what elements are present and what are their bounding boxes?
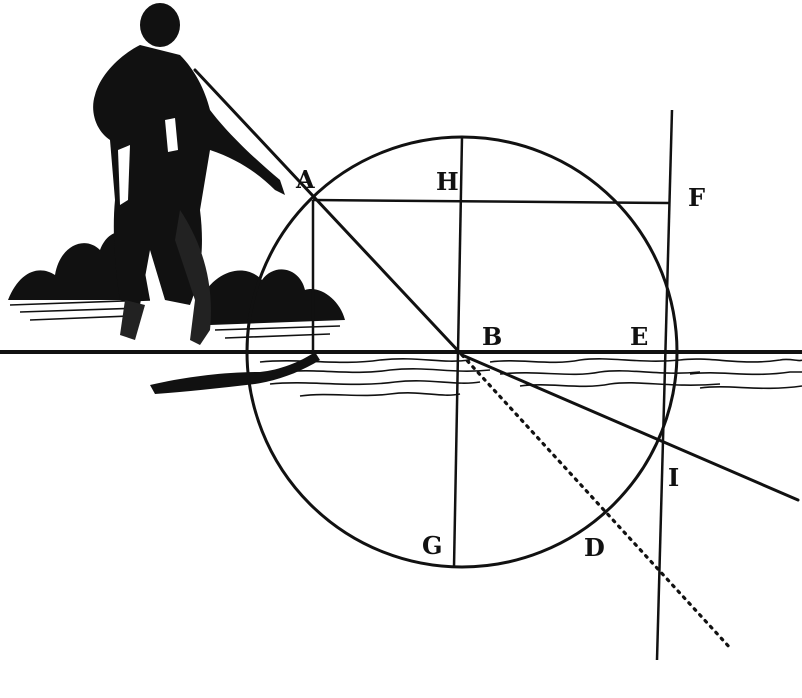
label-d: D	[584, 533, 605, 562]
label-a: A	[295, 165, 315, 194]
person-illustration	[93, 3, 285, 345]
unrefracted-path	[460, 353, 734, 652]
refracted-ray	[460, 353, 800, 502]
incident-ray	[193, 68, 464, 357]
label-h: H	[436, 167, 459, 196]
label-b: B	[482, 322, 502, 351]
vertical-line-fi	[655, 109, 674, 661]
label-i: I	[668, 463, 679, 492]
label-f: F	[688, 183, 705, 212]
chord-af	[312, 198, 671, 205]
water-texture	[150, 352, 802, 397]
label-e: E	[630, 322, 648, 351]
label-g: G	[422, 531, 443, 560]
